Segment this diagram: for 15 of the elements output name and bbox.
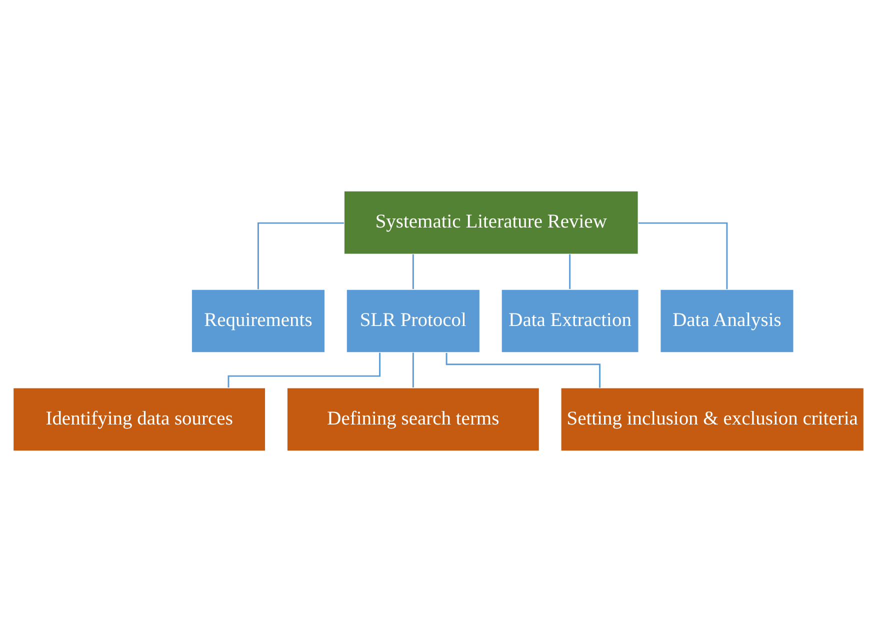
node-box: Identifying data sources — [12, 386, 266, 452]
connector — [228, 352, 381, 387]
node-box: Defining search terms — [286, 386, 540, 452]
node-box: Data Analysis — [660, 288, 794, 353]
node-box: Setting inclusion & exclusion criteria — [560, 386, 864, 452]
connector — [412, 352, 414, 387]
connector — [257, 222, 344, 289]
node-box: Data Extraction — [500, 288, 640, 353]
node-box: SLR Protocol — [346, 288, 480, 353]
connector — [569, 254, 571, 289]
connector — [446, 352, 601, 388]
connector — [412, 254, 414, 289]
node-box: Systematic Literature Review — [343, 190, 639, 254]
node-box: Requirements — [190, 288, 326, 353]
connector — [638, 222, 728, 289]
